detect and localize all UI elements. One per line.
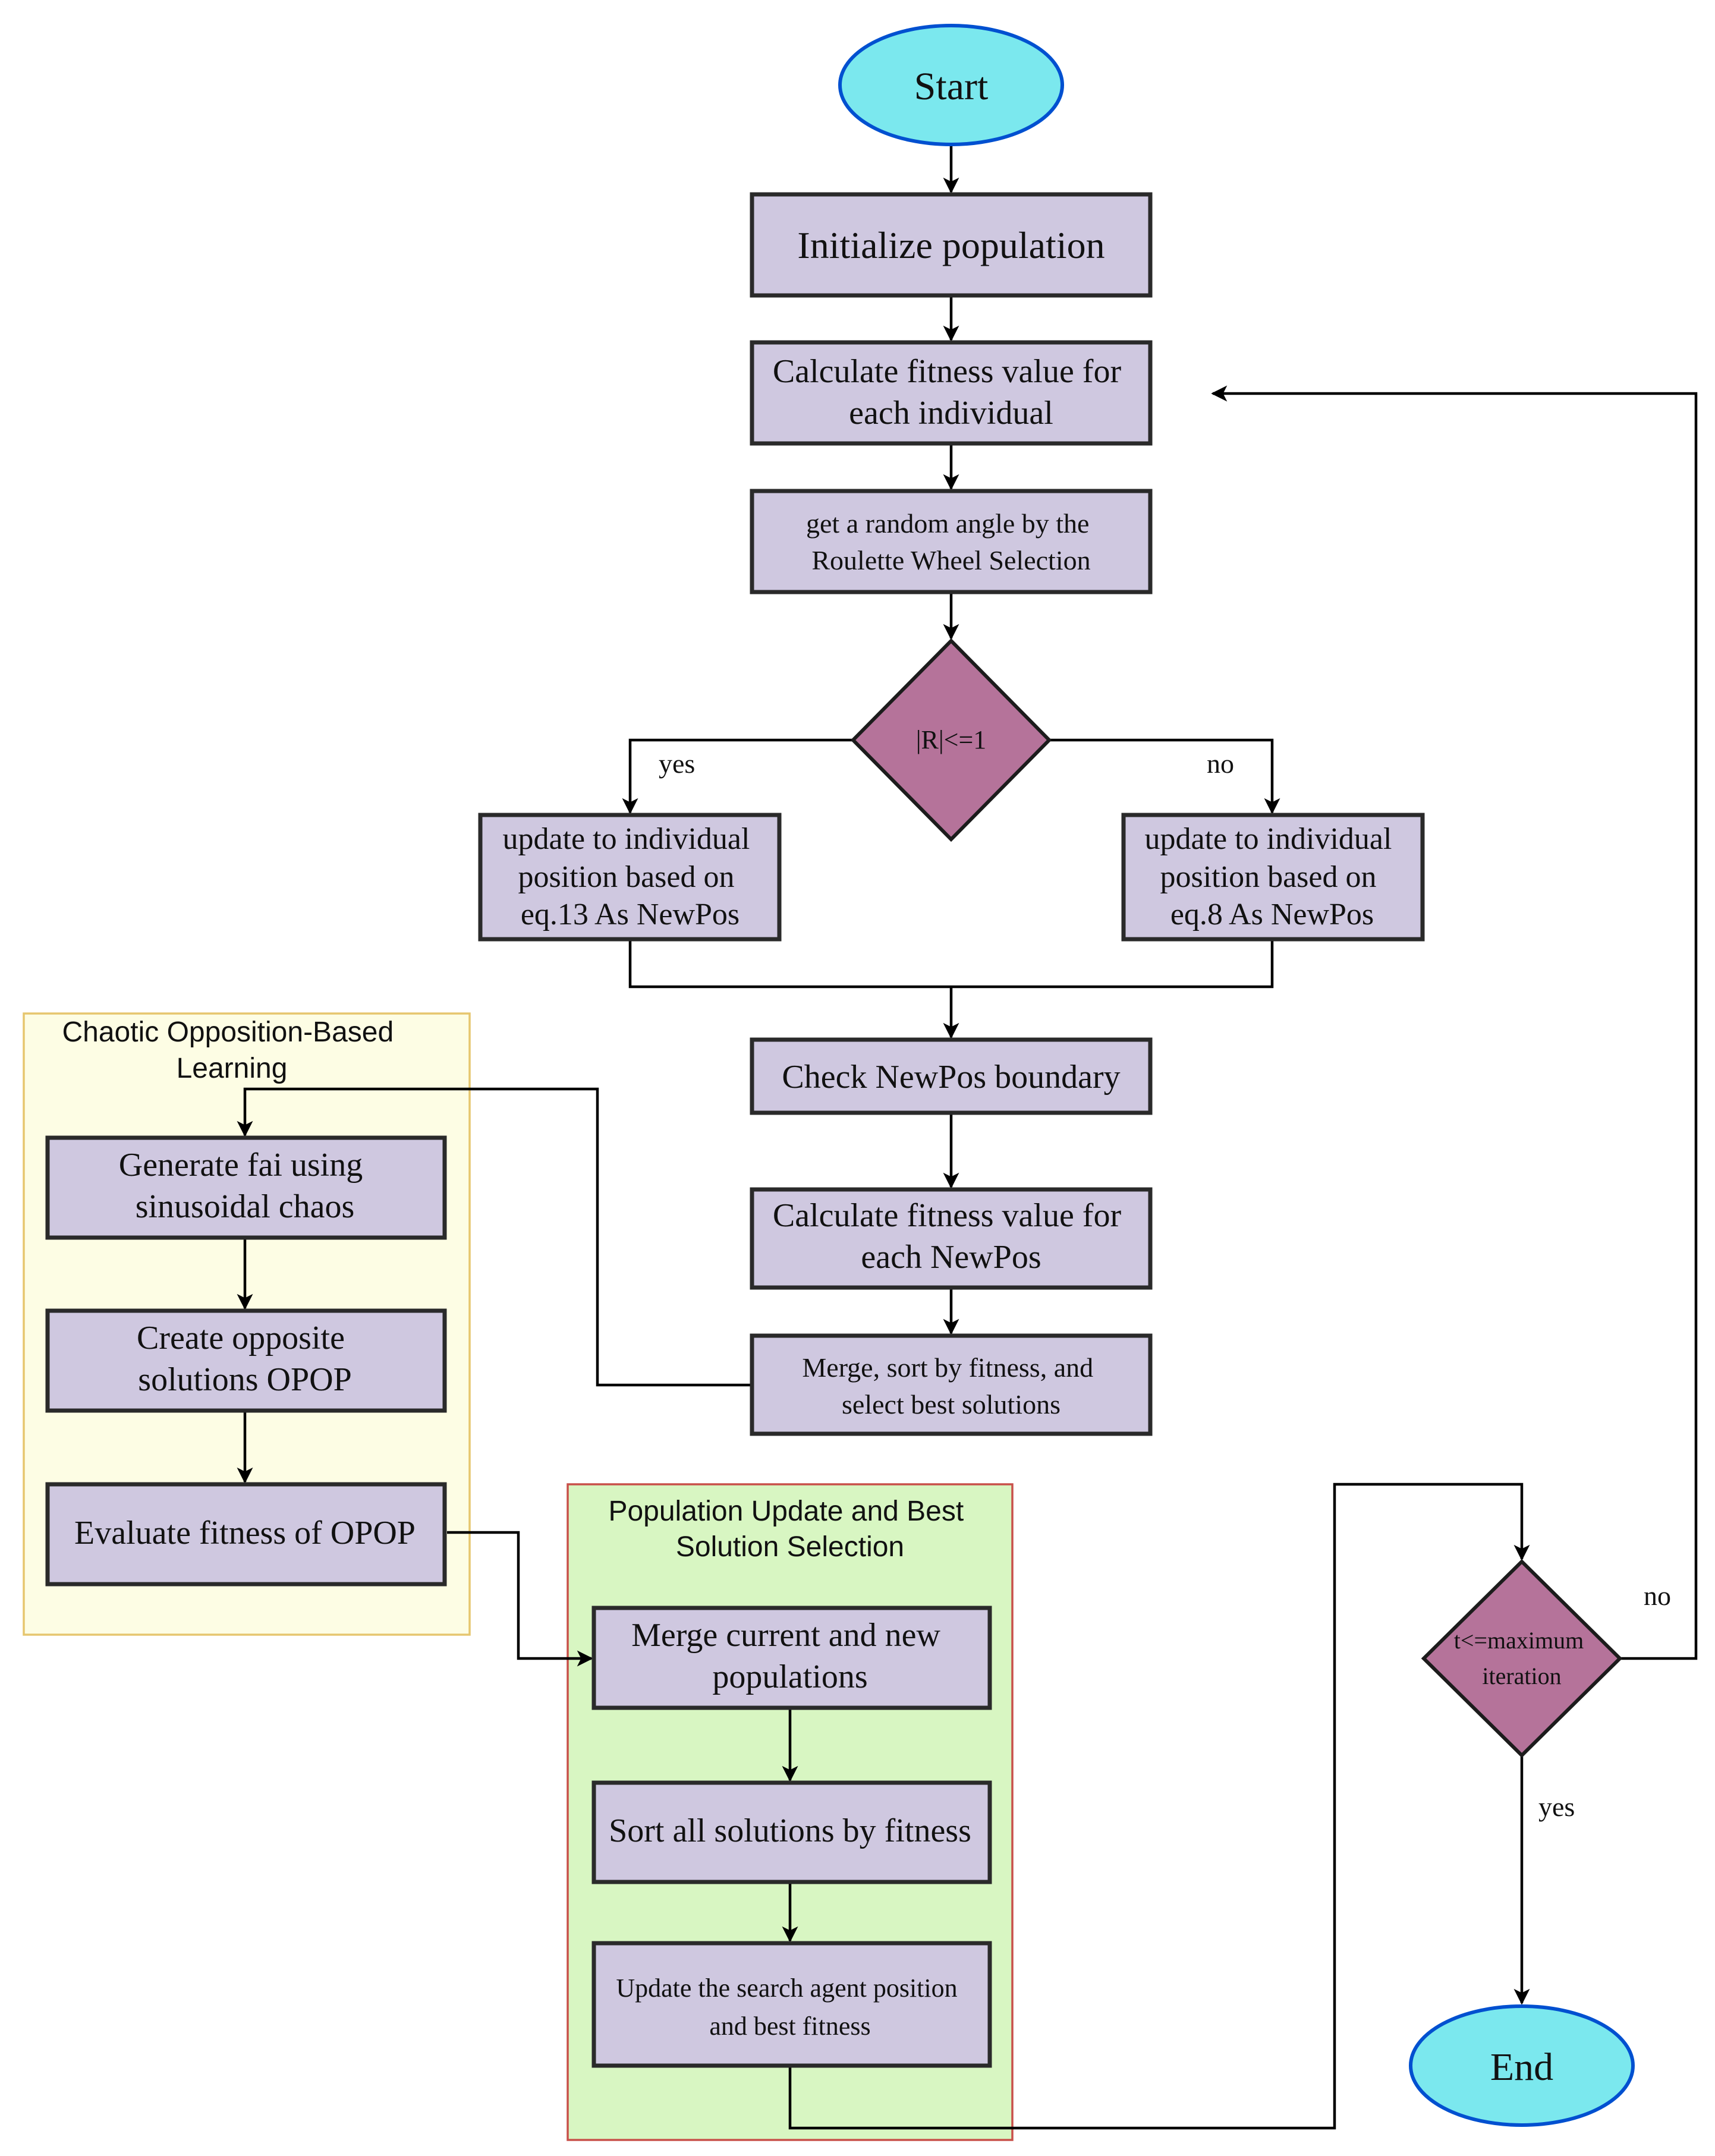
svg-text:Initialize population: Initialize population bbox=[797, 224, 1104, 266]
calc-fitness-new-box: Calculate fitness value for each NewPos bbox=[750, 1187, 1153, 1290]
init-population-box: Initialize population bbox=[750, 192, 1153, 298]
svg-text:Check NewPos boundary: Check NewPos boundary bbox=[782, 1059, 1120, 1096]
update-eq13-box: update to individual position based on e… bbox=[478, 813, 782, 942]
start-node: Start bbox=[838, 24, 1064, 146]
edge-decision-no bbox=[1049, 738, 1280, 814]
edge-eq8-merge bbox=[951, 939, 1274, 989]
edge-eval-mergepops bbox=[447, 1531, 593, 1667]
svg-text:Start: Start bbox=[914, 65, 989, 108]
svg-text:t<=maximum iteration: t<=maximum iteration bbox=[1454, 1627, 1590, 1689]
svg-text:Calculate fitness value for: Calculate fitness value for each individ… bbox=[773, 353, 1129, 432]
merge-pops-box: Merge current and new populations bbox=[591, 1606, 992, 1710]
sort-all-box: Sort all solutions by fitness bbox=[591, 1780, 992, 1884]
edge-label-t-no: no bbox=[1644, 1581, 1671, 1611]
decision-r: |R|<=1 bbox=[850, 638, 1052, 842]
roulette-box: get a random angle by the Roulette Wheel… bbox=[750, 489, 1153, 594]
svg-text:Calculate fitness value for: Calculate fitness value for each NewPos bbox=[773, 1197, 1129, 1276]
check-boundary-box: Check NewPos boundary bbox=[750, 1037, 1153, 1115]
svg-text:update to individual pos: update to individual position based on e… bbox=[1145, 822, 1400, 931]
svg-text:End: End bbox=[1490, 2045, 1553, 2089]
svg-text:Merge, sort by fitness, and: Merge, sort by fitness, and select best … bbox=[802, 1352, 1100, 1420]
edge-eq13-merge bbox=[628, 939, 951, 989]
update-eq8-box: update to individual position based on e… bbox=[1121, 813, 1425, 942]
edge-label-r-no: no bbox=[1207, 748, 1234, 779]
group-chaotic-title: Chaotic Opposition-Based Learning bbox=[62, 1016, 402, 1084]
svg-text:Evaluate fitness of OPOP: Evaluate fitness of OPOP bbox=[74, 1515, 416, 1551]
decision-t: t<=maximum iteration bbox=[1421, 1559, 1623, 1758]
svg-text:Merge current and new po: Merge current and new populations bbox=[631, 1617, 949, 1695]
svg-text:Sort all solutions by fitness: Sort all solutions by fitness bbox=[609, 1812, 971, 1849]
edge-mergesort-genfai bbox=[237, 1087, 752, 1387]
edge-update-decision-t bbox=[788, 1483, 1530, 2130]
calc-fitness-box: Calculate fitness value for each individ… bbox=[750, 340, 1153, 446]
edges bbox=[237, 146, 1698, 2130]
edge-label-r-yes: yes bbox=[659, 748, 695, 779]
svg-text:update to individual pos: update to individual position based on e… bbox=[503, 822, 758, 931]
end-node: End bbox=[1409, 2004, 1635, 2127]
update-agent-box: Update the search agent position and bes… bbox=[591, 1941, 992, 2068]
edge-label-t-yes: yes bbox=[1538, 1792, 1575, 1822]
eval-opop-box: Evaluate fitness of OPOP bbox=[45, 1482, 447, 1587]
group-population-title: Population Update and Best Solution Sele… bbox=[608, 1496, 971, 1563]
svg-text:|R|<=1: |R|<=1 bbox=[916, 725, 987, 754]
edge-decision-yes bbox=[622, 738, 853, 814]
svg-text:Update the search agent positi: Update the search agent position and bes… bbox=[616, 1974, 964, 2041]
svg-text:get a random angle by the: get a random angle by the Roulette Wheel… bbox=[806, 508, 1096, 575]
merge-sort-box: Merge, sort by fitness, and select best … bbox=[750, 1333, 1153, 1436]
svg-text:Generate fai using sinus: Generate fai using sinusoidal chaos bbox=[119, 1147, 371, 1225]
gen-fai-box: Generate fai using sinusoidal chaos bbox=[45, 1135, 447, 1240]
create-opop-box: Create opposite solutions OPOP bbox=[45, 1308, 447, 1413]
edge-t-no-loop bbox=[1211, 385, 1698, 1660]
svg-text:Create opposite solution: Create opposite solutions OPOP bbox=[137, 1320, 353, 1398]
